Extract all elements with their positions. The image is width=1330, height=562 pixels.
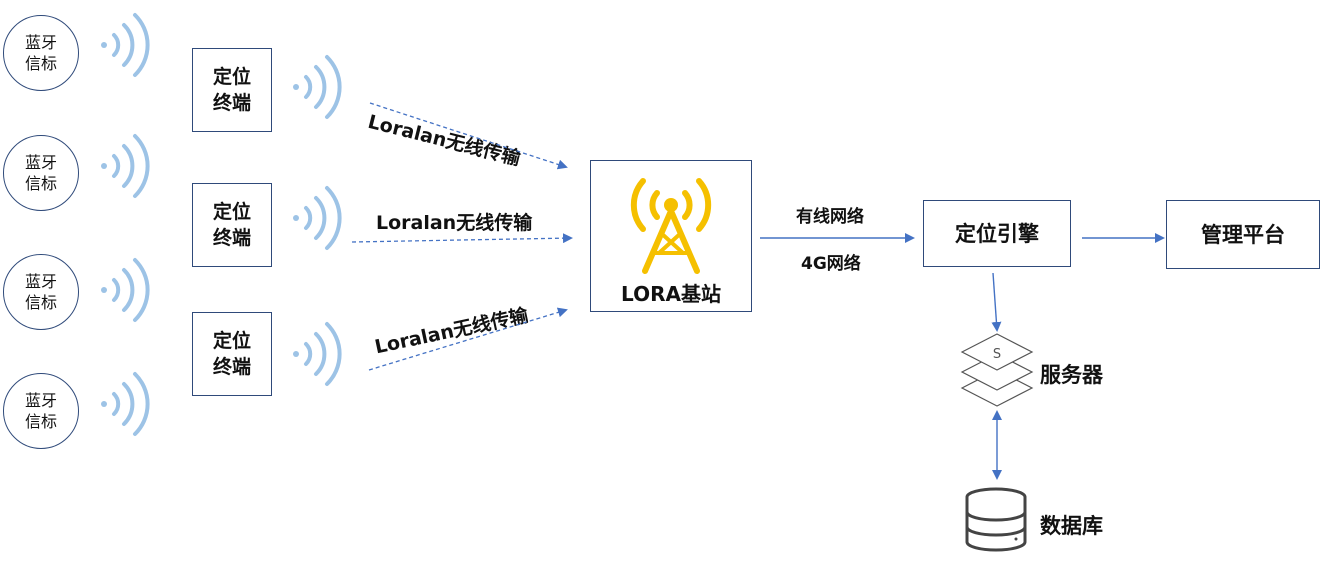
wifi-waves-icon bbox=[101, 13, 342, 436]
management-platform: 管理平台 bbox=[1166, 200, 1320, 269]
database-label: 数据库 bbox=[1040, 514, 1103, 538]
beacon-3: 蓝牙 信标 bbox=[3, 254, 79, 330]
link-label-2: Loralan无线传输 bbox=[376, 212, 533, 234]
beacon-label-line1: 蓝牙 bbox=[24, 33, 57, 52]
terminal-3: 定位 终端 bbox=[192, 312, 272, 396]
server-label: 服务器 bbox=[1040, 363, 1103, 387]
terminal-label-line1: 定位 bbox=[212, 330, 251, 352]
terminal-label-line2: 终端 bbox=[212, 356, 251, 378]
antenna-tower-icon bbox=[630, 178, 712, 274]
beacon-1: 蓝牙 信标 bbox=[3, 15, 79, 91]
terminal-label-line2: 终端 bbox=[212, 92, 251, 114]
positioning-engine: 定位引擎 bbox=[923, 200, 1071, 267]
beacon-label-line2: 信标 bbox=[24, 54, 57, 73]
terminal-2: 定位 终端 bbox=[192, 183, 272, 267]
loralan-link-arrows bbox=[351, 102, 573, 371]
server-glyph: S bbox=[993, 347, 1001, 362]
wired-network-label: 有线网络 bbox=[796, 207, 864, 227]
mobile-network-label: 4G网络 bbox=[801, 254, 861, 274]
beacon-label-line1: 蓝牙 bbox=[24, 272, 57, 291]
base-station-label: LORA基站 bbox=[621, 282, 721, 306]
beacon-label-line2: 信标 bbox=[24, 293, 57, 312]
beacon-label-line1: 蓝牙 bbox=[24, 153, 57, 172]
terminal-label-line1: 定位 bbox=[212, 66, 251, 88]
terminal-label-line2: 终端 bbox=[212, 227, 251, 249]
beacon-label-line1: 蓝牙 bbox=[24, 391, 57, 410]
platform-label: 管理平台 bbox=[1201, 222, 1285, 247]
network-arrows bbox=[760, 233, 1165, 480]
terminal-1: 定位 终端 bbox=[192, 48, 272, 132]
engine-label: 定位引擎 bbox=[955, 221, 1039, 246]
lora-base-station: LORA基站 bbox=[590, 160, 752, 312]
beacon-4: 蓝牙 信标 bbox=[3, 373, 79, 449]
database-icon bbox=[965, 487, 1027, 552]
beacon-label-line2: 信标 bbox=[24, 174, 57, 193]
beacon-2: 蓝牙 信标 bbox=[3, 135, 79, 211]
server-stack-icon: S bbox=[960, 333, 1034, 407]
terminal-label-line1: 定位 bbox=[212, 201, 251, 223]
beacon-label-line2: 信标 bbox=[24, 412, 57, 431]
